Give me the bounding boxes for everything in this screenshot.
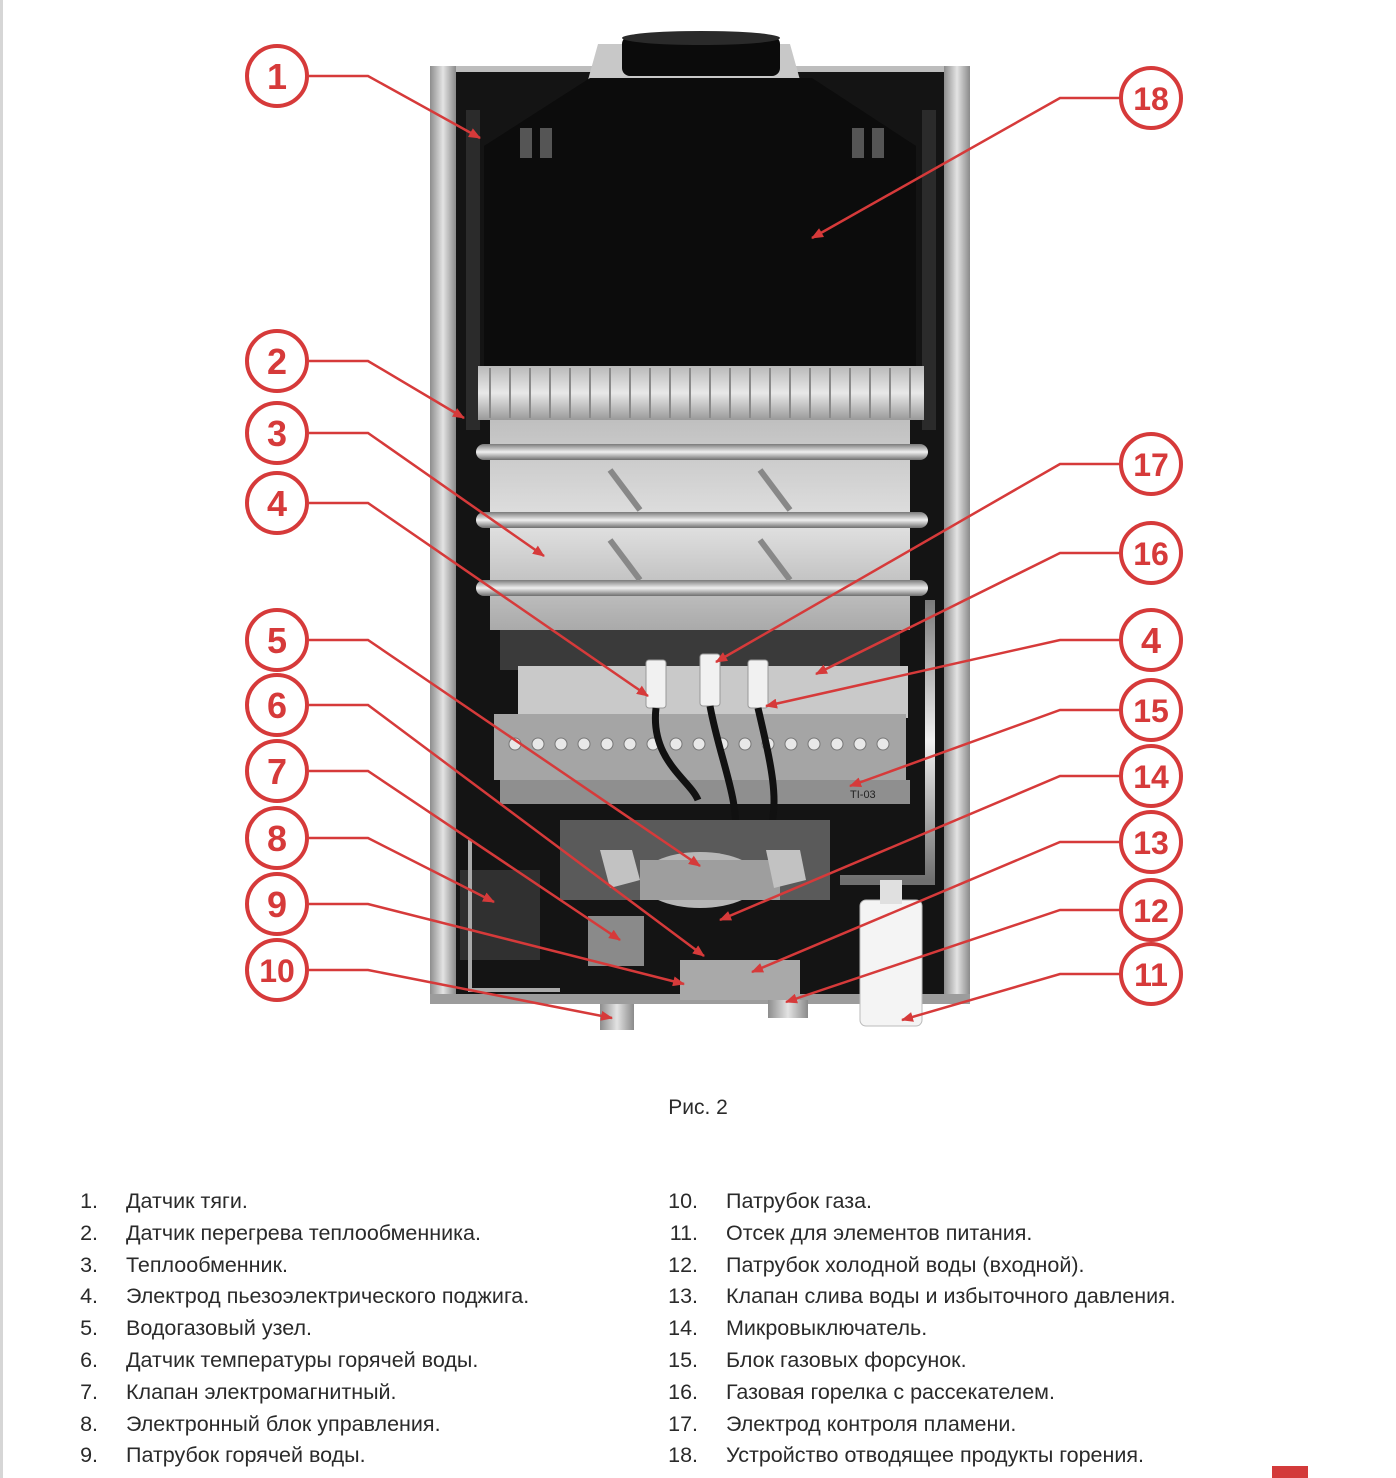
svg-text:17: 17 <box>1133 447 1169 483</box>
svg-text:18: 18 <box>1133 81 1169 117</box>
svg-text:13: 13 <box>1133 825 1169 861</box>
callout-1: 1 <box>245 44 309 108</box>
svg-text:10: 10 <box>259 953 295 989</box>
manifold-plate-text: TI-03 <box>850 789 876 801</box>
page-left-rule <box>0 0 3 1478</box>
legend-item: 18.Устройство отводящее продукты горения… <box>668 1443 1145 1468</box>
svg-text:11: 11 <box>1134 957 1168 993</box>
callout-18: 18 <box>1119 66 1183 130</box>
svg-text:5: 5 <box>267 620 287 661</box>
legend-item: 17.Электрод контроля пламени. <box>668 1411 1017 1436</box>
callout-9: 9 <box>245 872 309 936</box>
svg-text:14: 14 <box>1133 759 1169 795</box>
callout-4-left: 4 <box>245 471 309 535</box>
svg-text:8: 8 <box>267 818 287 859</box>
callout-8: 8 <box>245 806 309 870</box>
legend-list-left: 1.Датчик тяги. 2.Датчик перегрева теплоо… <box>50 1186 529 1472</box>
legend-item: 5.Водогазовый узел. <box>80 1316 312 1341</box>
callout-3: 3 <box>245 401 309 465</box>
svg-text:3: 3 <box>267 413 287 454</box>
bottom-connectors <box>600 1000 808 1030</box>
legend-item: 15.Блок газовых форсунок. <box>668 1347 967 1372</box>
svg-text:4: 4 <box>1141 620 1161 661</box>
svg-text:1: 1 <box>267 56 287 97</box>
heat-exchanger <box>476 366 928 630</box>
callout-2: 2 <box>245 329 309 393</box>
callout-6: 6 <box>245 673 309 737</box>
svg-text:2: 2 <box>267 341 287 382</box>
legend-item: 3.Теплообменник. <box>80 1252 288 1277</box>
legend-item: 4.Электрод пьезоэлектрического поджига. <box>80 1284 530 1309</box>
callout-15: 15 <box>1119 678 1183 742</box>
callout-7: 7 <box>245 739 309 803</box>
callout-17: 17 <box>1119 432 1183 496</box>
figure-caption: Рис. 2 <box>668 1096 728 1119</box>
burner-assembly: TI-03 <box>494 630 910 841</box>
legend-item: 16.Газовая горелка с рассекателем. <box>668 1379 1055 1404</box>
legend-item: 2.Датчик перегрева теплообменника. <box>80 1220 481 1245</box>
legend-item: 11.Отсек для элементов питания. <box>669 1220 1033 1245</box>
water-heater-diagram: TI-03 <box>245 31 1183 1030</box>
svg-text:4: 4 <box>267 483 287 524</box>
valve-assembly <box>460 600 935 1000</box>
page-corner-mark <box>1272 1466 1308 1478</box>
legend-item: 9.Патрубок горячей воды. <box>80 1443 366 1468</box>
draft-hood <box>466 78 936 430</box>
callout-12: 12 <box>1119 878 1183 942</box>
legend-item: 12.Патрубок холодной воды (входной). <box>668 1252 1085 1277</box>
legend-item: 13.Клапан слива воды и избыточного давле… <box>668 1284 1176 1309</box>
flue-collar <box>588 31 800 80</box>
callout-5: 5 <box>245 608 309 672</box>
callout-14: 14 <box>1119 744 1183 808</box>
callout-11: 11 <box>1119 942 1183 1006</box>
svg-text:7: 7 <box>267 751 287 792</box>
callouts-right: 18 17 16 4 15 14 13 12 11 <box>1119 66 1183 1006</box>
callout-10: 10 <box>245 938 309 1002</box>
legend-item: 6.Датчик температуры горячей воды. <box>80 1347 479 1372</box>
svg-text:6: 6 <box>267 685 287 726</box>
legend-item: 1.Датчик тяги. <box>80 1189 248 1213</box>
callout-16: 16 <box>1119 521 1183 585</box>
svg-text:9: 9 <box>267 884 287 925</box>
legend-item: 14.Микровыключатель. <box>668 1316 928 1341</box>
callout-13: 13 <box>1119 810 1183 874</box>
svg-text:12: 12 <box>1133 893 1169 929</box>
battery-compartment <box>859 880 923 1027</box>
legend-item: 10.Патрубок газа. <box>668 1189 873 1213</box>
svg-text:15: 15 <box>1133 693 1169 729</box>
callouts-left: 1 2 3 4 5 6 7 8 9 10 <box>245 44 309 1002</box>
leader-lines <box>309 74 1120 1022</box>
legend-item: 7.Клапан электромагнитный. <box>80 1379 397 1404</box>
legend-item: 8.Электронный блок управления. <box>80 1411 441 1436</box>
svg-text:16: 16 <box>1133 536 1169 572</box>
callout-4-right: 4 <box>1119 608 1183 672</box>
legend-list-right: 10.Патрубок газа. 11.Отсек для элементов… <box>650 1186 1176 1472</box>
